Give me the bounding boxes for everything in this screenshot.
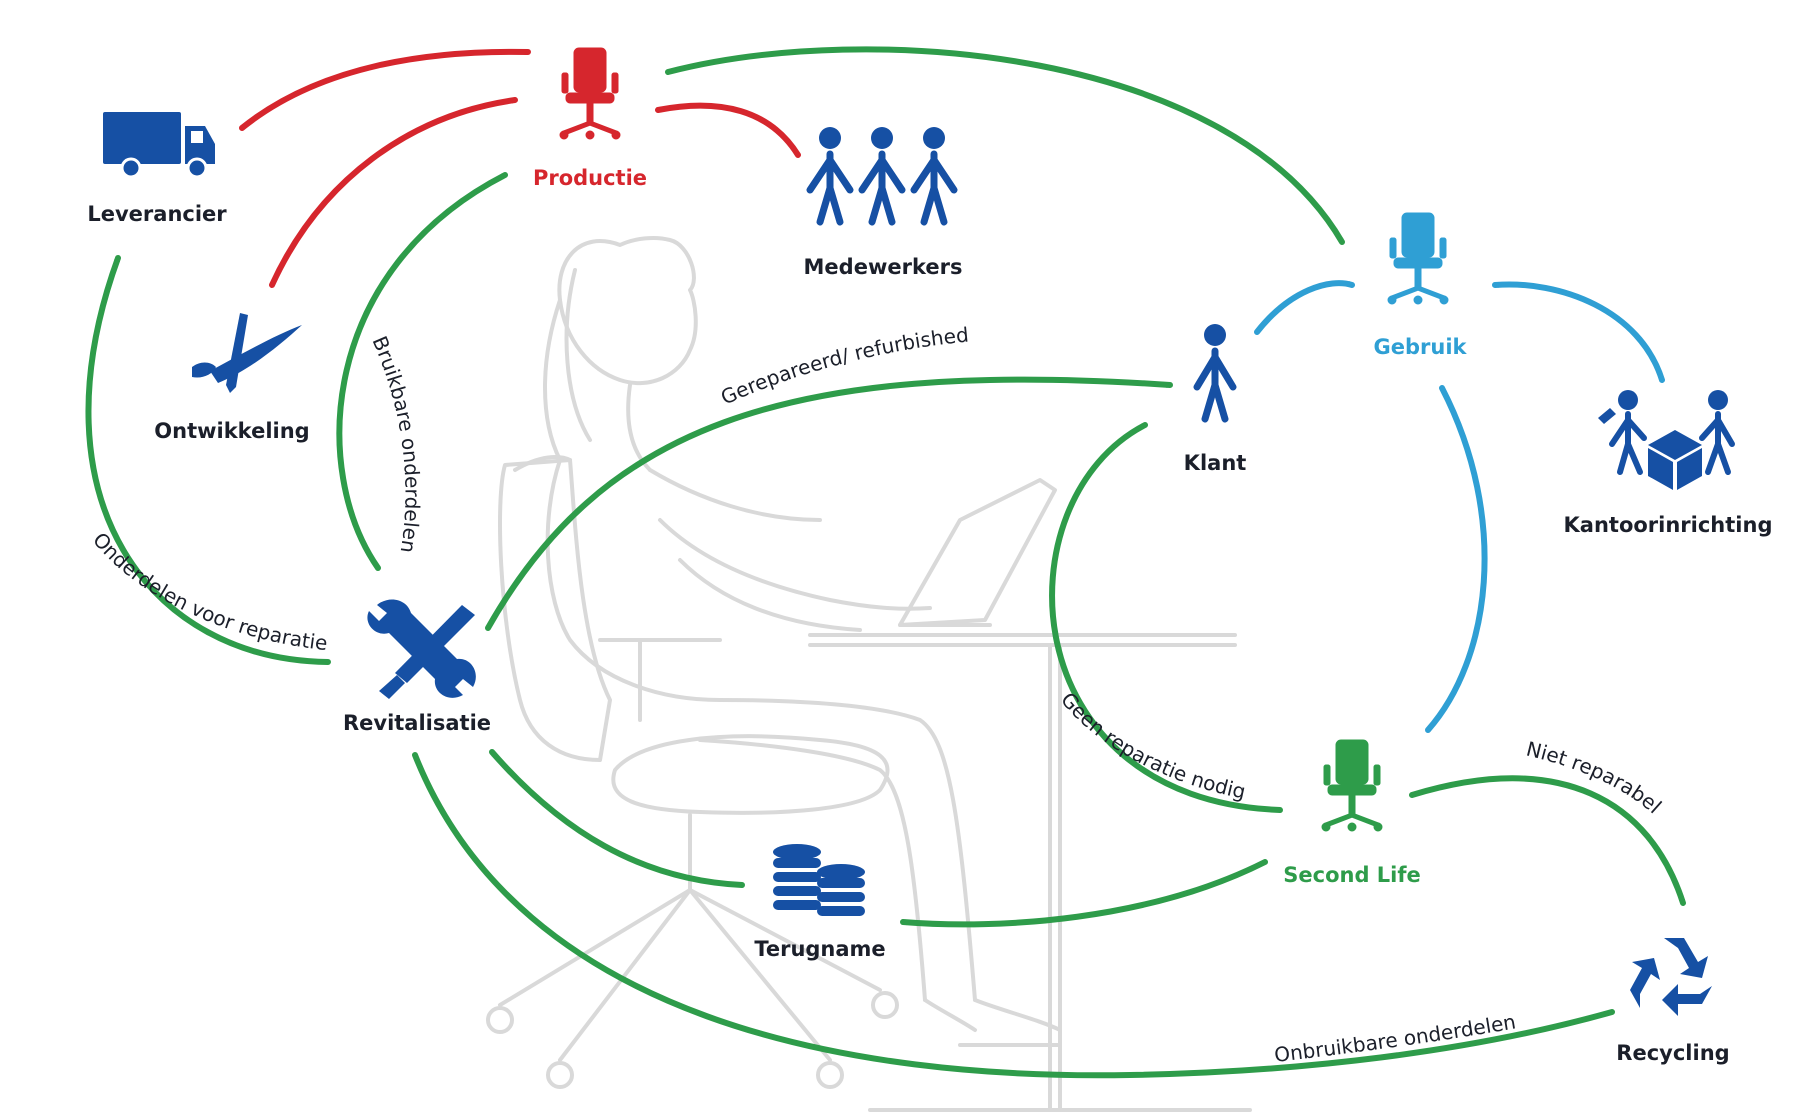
flow-label-niet-reparabel: Niet reparabel [1524,737,1666,819]
flow-label-gerepareerd: Gerepareerd/ refurbished [717,323,970,410]
node-label-ontwikkeling: Ontwikkeling [154,419,309,443]
person-icon [1193,324,1237,423]
arrow-revitalisatie-klant [485,376,1173,631]
arrow-terugname-revitalisatie [489,749,745,888]
flow-arrows [85,46,1686,1079]
office-chair-icon [1321,739,1383,832]
arrow-secondlife-klant [1049,422,1283,813]
node-label-terugname: Terugname [754,937,885,961]
arrow-revitalisatie-productie [336,172,508,571]
truck-icon [103,112,215,179]
arrow-revitalisatie-recycling [412,752,1615,1079]
node-label-klant: Klant [1184,451,1247,475]
arrow-klant-gebruik [1254,280,1355,335]
node-label-kantoorinrichting: Kantoorinrichting [1564,513,1773,537]
node-label-gebruik: Gebruik [1374,335,1468,359]
flow-label-geen-reparatie: Geen reparatie nodig [1056,688,1248,804]
node-label-revitalisatie: Revitalisatie [343,711,491,735]
movers-box-icon [1598,390,1735,490]
node-label-leverancier: Leverancier [87,202,227,226]
arrow-ontwikkeling-productie [269,97,518,288]
flow-label-bruikbare-onderdelen: Bruikbare onderdelen [368,333,425,555]
arrow-secondlife-terugname [900,859,1268,928]
node-label-recycling: Recycling [1616,1041,1729,1065]
arrow-productie-gebruik [665,46,1345,245]
office-chair-icon [1387,212,1449,305]
arrow-medewerkers-productie [655,102,801,158]
arrow-secondlife-recycling [1409,775,1686,906]
arrow-revitalisatie-leverancier [85,255,331,665]
people-group-icon [806,127,958,226]
node-label-productie: Productie [533,166,647,190]
arrow-kantoorinrichting-gebruik [1492,281,1665,383]
coin-stacks-icon [773,844,865,916]
design-tools-icon [192,313,302,393]
recycle-icon [1630,938,1712,1016]
office-chair-icon [559,47,621,140]
wrench-screwdriver-icon [367,599,476,699]
node-label-second-life: Second Life [1283,863,1421,887]
arrow-gebruik-secondlife [1425,385,1488,733]
node-label-medewerkers: Medewerkers [804,255,963,279]
background-sketch [486,235,1252,1112]
arrow-leverancier-productie [239,48,531,131]
